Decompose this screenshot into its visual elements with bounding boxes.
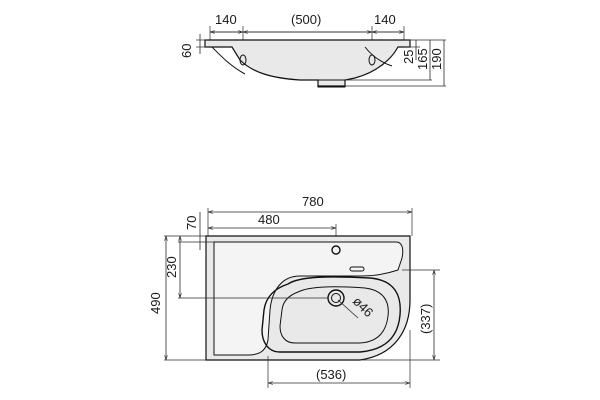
side-inner-curve-right (364, 46, 393, 67)
side-sink-profile (204, 39, 411, 87)
label-bottom-width: (536) (316, 367, 346, 382)
label-right-offset: 140 (374, 12, 396, 27)
label-faucet-offset: 480 (258, 212, 280, 227)
faucet-hole (331, 245, 341, 255)
top-bowl (261, 276, 401, 353)
side-view: 140 (500) 140 60 25 165 190 (179, 12, 446, 88)
side-hole-left (239, 54, 247, 66)
label-overall-width: 780 (302, 194, 324, 209)
side-drain (317, 79, 346, 88)
top-bowl-inner (279, 286, 389, 344)
label-total-height: 190 (429, 48, 444, 70)
overflow-slot (349, 266, 365, 272)
top-deck-area (213, 241, 404, 356)
label-top-offset: 70 (184, 216, 199, 230)
label-drain-offset: 230 (164, 256, 179, 278)
top-view: 780 480 ø46 70 230 490 (337) (148, 194, 440, 388)
label-bowl-depth-top: (337) (418, 304, 433, 334)
side-hole-right (368, 54, 376, 66)
drain-leader (337, 299, 359, 319)
label-left-offset: 140 (215, 12, 237, 27)
label-top-depth: 25 (401, 50, 416, 64)
drain-inner (331, 293, 341, 303)
side-inner-curve-left (211, 46, 246, 75)
label-overall-depth: 490 (148, 292, 163, 314)
label-bowl-depth: 165 (415, 48, 430, 70)
label-center-span: (500) (291, 12, 321, 27)
label-rim-height: 60 (179, 44, 194, 58)
